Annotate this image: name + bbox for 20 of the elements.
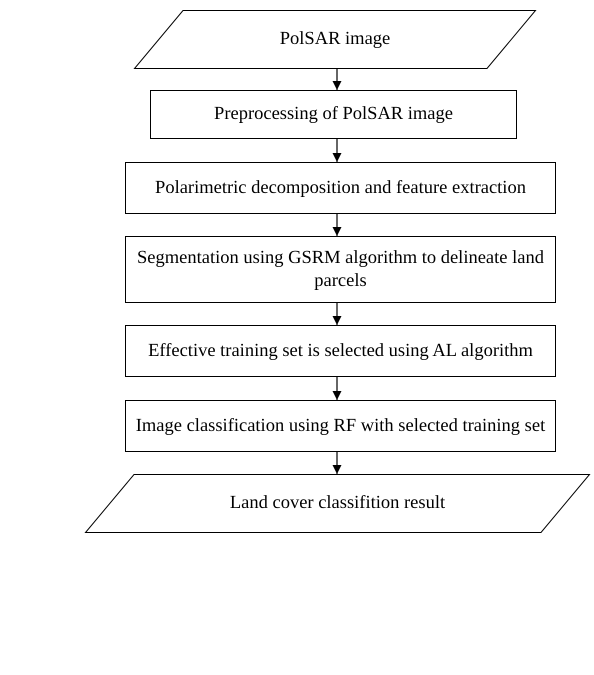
node-text: Image classification using RF with selected training set	[134, 414, 546, 438]
process-box	[125, 400, 556, 452]
arrow	[332, 303, 342, 325]
arrow	[332, 69, 342, 90]
node-text: Segmentation using GSRM algorithm to delineate land parcels	[136, 247, 545, 292]
arrow	[332, 214, 342, 236]
arrow	[332, 377, 342, 400]
input-output-parallelogram	[134, 10, 536, 69]
process-box	[125, 236, 556, 303]
node-text: Polarimetric decomposition and feature extraction	[154, 176, 527, 200]
process-box	[150, 90, 517, 139]
process-box	[125, 325, 556, 377]
arrow	[332, 139, 342, 162]
node-text: PolSAR image	[278, 28, 392, 51]
input-output-parallelogram	[85, 474, 590, 533]
node-text: Effective training set is selected using AL algorithm	[147, 340, 534, 362]
arrow	[332, 452, 342, 474]
node-text: Preprocessing of PolSAR image	[213, 103, 454, 126]
process-box	[125, 162, 556, 214]
node-text: Land cover classifition result	[228, 492, 446, 515]
